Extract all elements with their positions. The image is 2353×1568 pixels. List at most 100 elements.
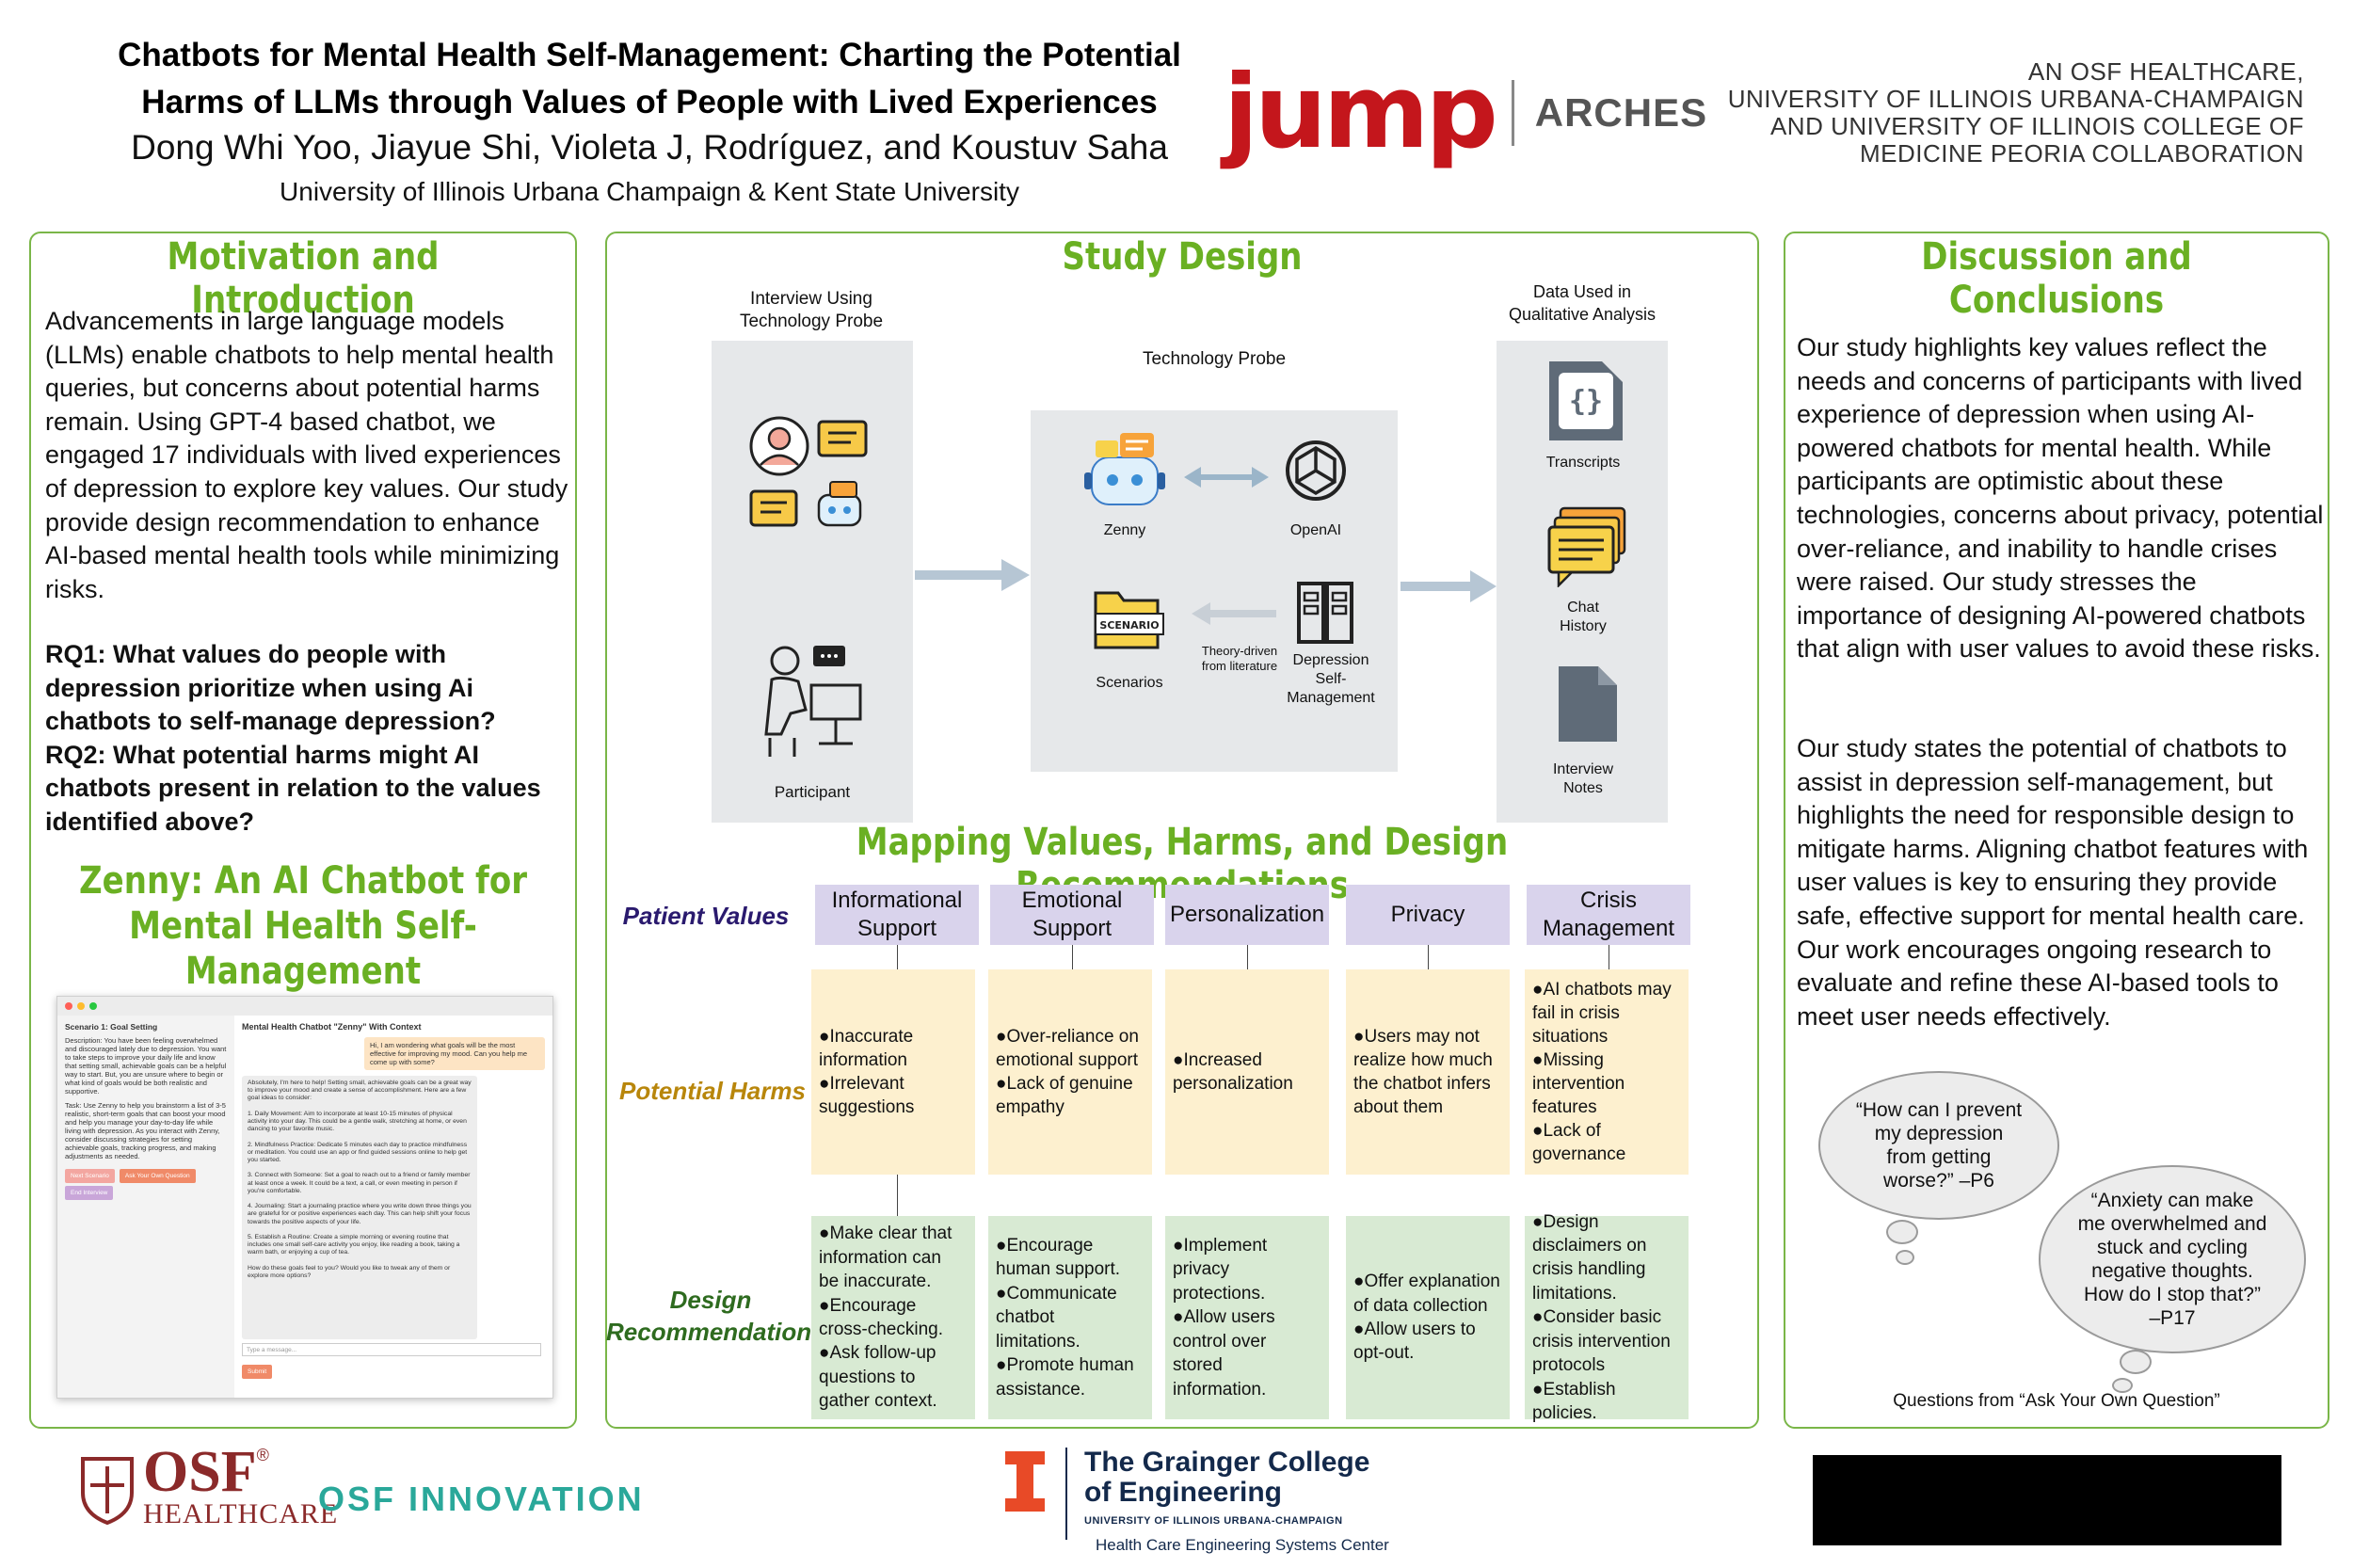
zenny-title-line1: Zenny: An AI Chatbot for [79, 859, 527, 903]
design-text: ●Make clear that information can be inac… [819, 1224, 952, 1412]
harm-text: ●Over-reliance on emotional support ●Lac… [996, 1027, 1139, 1117]
affiliation: University of Illinois Urbana Champaign … [280, 177, 1019, 206]
data-used-label: Data Used in Qualitative Analysis [1508, 282, 1657, 324]
maximize-dot-icon [89, 1002, 97, 1010]
arrow-right-icon [1401, 570, 1497, 602]
row-label-design-recommendations: Design Recommendations [606, 1286, 825, 1346]
design-cell-privacy: ●Offer explanation of data collection ●A… [1346, 1216, 1510, 1419]
section-title-discussion: Discussion and Conclusions [1921, 235, 2192, 322]
harm-cell-privacy: ●Users may not realize how much the chat… [1346, 969, 1510, 1175]
thought-puff [2112, 1378, 2133, 1393]
hcesc-label: Health Care Engineering Systems Center [1096, 1536, 1389, 1554]
chat-title: Mental Health Chatbot "Zenny" With Conte… [242, 1022, 422, 1032]
collab-line: AND UNIVERSITY OF ILLINOIS COLLEGE OF [1769, 112, 2304, 140]
interview-notes-label: Interview Notes [1552, 761, 1614, 796]
quote-p6-text: “How can I prevent my depression from ge… [1855, 1099, 2023, 1192]
scenario-title: Scenario 1: Goal Setting [65, 1022, 158, 1032]
scenario-tag-text: SCENARIO [1099, 619, 1159, 632]
svg-text:{}: {} [1569, 385, 1603, 418]
scenario-folder-icon: SCENARIO [1094, 591, 1164, 649]
discussion-paragraph-2: Our study states the potential of chatbo… [1797, 734, 2309, 1031]
message-input[interactable]: Type a message... [242, 1343, 541, 1356]
thought-puff [1896, 1250, 1914, 1265]
window-titlebar [57, 997, 552, 1016]
design-cell-informational: ●Make clear that information can be inac… [811, 1216, 975, 1419]
design-cell-crisis: ●Design disclaimers on crisis handling l… [1525, 1212, 1689, 1423]
thought-puff [1886, 1220, 1918, 1244]
value-cell-informational: Informational Support [815, 885, 979, 945]
interview-box [712, 341, 913, 823]
jump-logo-text: jump [1224, 54, 1498, 171]
chat-area: Mental Health Chatbot "Zenny" With Conte… [234, 1016, 552, 1398]
connector-line [897, 1175, 898, 1216]
value-text: Crisis Management [1542, 888, 1675, 941]
double-arrow-icon [1184, 467, 1269, 488]
rq1: RQ1: What values do people with depressi… [45, 640, 496, 736]
scenario-sidebar: Scenario 1: Goal Setting Description: Yo… [57, 1016, 234, 1398]
thought-puff [2120, 1350, 2152, 1374]
value-text: Personalization [1169, 902, 1325, 927]
harm-text: ●Increased personalization [1173, 1050, 1293, 1094]
harm-cell-emotional: ●Over-reliance on emotional support ●Lac… [988, 969, 1152, 1175]
arrow-right-icon [915, 559, 1030, 591]
collab-line: AN OSF HEALTHCARE, [2027, 57, 2304, 86]
authors: Dong Whi Yoo, Jiayue Shi, Violeta J, Rod… [131, 128, 1168, 167]
quote-bubble-p17: “Anxiety can make me overwhelmed and stu… [2039, 1165, 2306, 1353]
chat-users-icon [749, 416, 868, 527]
theory-label: Theory-driven from literature [1201, 644, 1278, 673]
collab-line: MEDICINE PEORIA COLLABORATION [1859, 139, 2304, 168]
connector-line [897, 945, 898, 969]
osf-word: OSF [143, 1440, 257, 1504]
transcripts-icon: {} [1549, 361, 1623, 440]
ask-own-question-button[interactable]: Ask Your Own Question [119, 1169, 196, 1183]
discussion-paragraph-1: Our study highlights key values reflect … [1797, 333, 2324, 664]
quote-bubble-p6: “How can I prevent my depression from ge… [1818, 1071, 2059, 1220]
technology-probe-label: Technology Probe [1142, 349, 1287, 369]
interview-notes-icon [1559, 666, 1617, 742]
user-message: Hi, I am wondering what goals will be th… [364, 1037, 545, 1070]
zenny-robot-icon [1084, 433, 1165, 505]
scenarios-label: Scenarios [1096, 675, 1163, 691]
value-text: Informational Support [831, 888, 963, 941]
zenny-screenshot: Scenario 1: Goal Setting Description: Yo… [56, 996, 553, 1399]
value-cell-personalization: Personalization [1165, 885, 1329, 945]
osf-seal-icon [81, 1457, 134, 1525]
scenario-description: Description: You have been feeling overw… [65, 1036, 227, 1096]
design-cell-emotional: ●Encourage human support. ●Communicate c… [988, 1216, 1152, 1419]
design-text: ●Design disclaimers on crisis handling l… [1532, 1211, 1671, 1423]
minimize-dot-icon [77, 1002, 85, 1010]
row-label-patient-values: Patient Values [622, 902, 790, 930]
section-title-motivation: Motivation and Introduction [167, 235, 440, 322]
osf-registered-mark: ® [256, 1446, 269, 1464]
openai-icon [1286, 440, 1346, 501]
end-interview-button[interactable]: End Interview [65, 1186, 114, 1200]
next-scenario-button[interactable]: Next Scenario [65, 1169, 115, 1183]
collaboration-statement: AN OSF HEALTHCARE, UNIVERSITY OF ILLINOI… [1645, 58, 2304, 168]
chat-history-label: Chat History [1560, 600, 1607, 634]
osf-healthcare-logo: OSF® HEALTHCARE [77, 1443, 338, 1530]
depression-self-management-label: Depression Self- Management [1287, 652, 1375, 706]
design-text: ●Offer explanation of data collection ●A… [1353, 1272, 1500, 1364]
quote-p17-text: “Anxiety can make me overwhelmed and stu… [2077, 1190, 2267, 1329]
illinois-block-i-icon [1005, 1451, 1045, 1512]
chat-history-icon [1547, 506, 1626, 587]
rq2: RQ2: What potential harms might AI chatb… [45, 740, 541, 836]
quotes-caption: Questions from “Ask Your Own Question” [1893, 1391, 2220, 1411]
harm-cell-crisis: ●AI chatbots may fail in crisis situatio… [1525, 969, 1689, 1175]
harm-cell-personalization: ●Increased personalization [1165, 969, 1329, 1175]
grainger-line2: of Engineering [1084, 1477, 1282, 1508]
collab-line: UNIVERSITY OF ILLINOIS URBANA-CHAMPAIGN [1727, 85, 2304, 113]
panel-motivation: Motivation and Introduction Advancements… [29, 232, 577, 1429]
value-cell-emotional: Emotional Support [990, 885, 1154, 945]
design-text: ●Encourage human support. ●Communicate c… [996, 1236, 1134, 1400]
research-questions: RQ1: What values do people with depressi… [45, 638, 570, 840]
harm-text: ●Users may not realize how much the chat… [1353, 1027, 1493, 1117]
harm-text: ●AI chatbots may fail in crisis situatio… [1532, 980, 1672, 1164]
connector-line [1428, 945, 1429, 969]
submit-button[interactable]: Submit [242, 1365, 273, 1379]
connector-line [1072, 945, 1073, 969]
value-cell-crisis: Crisis Management [1527, 885, 1690, 945]
value-cell-privacy: Privacy [1346, 885, 1510, 945]
interview-label: Interview Using Technology Probe [739, 289, 884, 331]
grainger-line1: The Grainger College [1084, 1447, 1370, 1478]
